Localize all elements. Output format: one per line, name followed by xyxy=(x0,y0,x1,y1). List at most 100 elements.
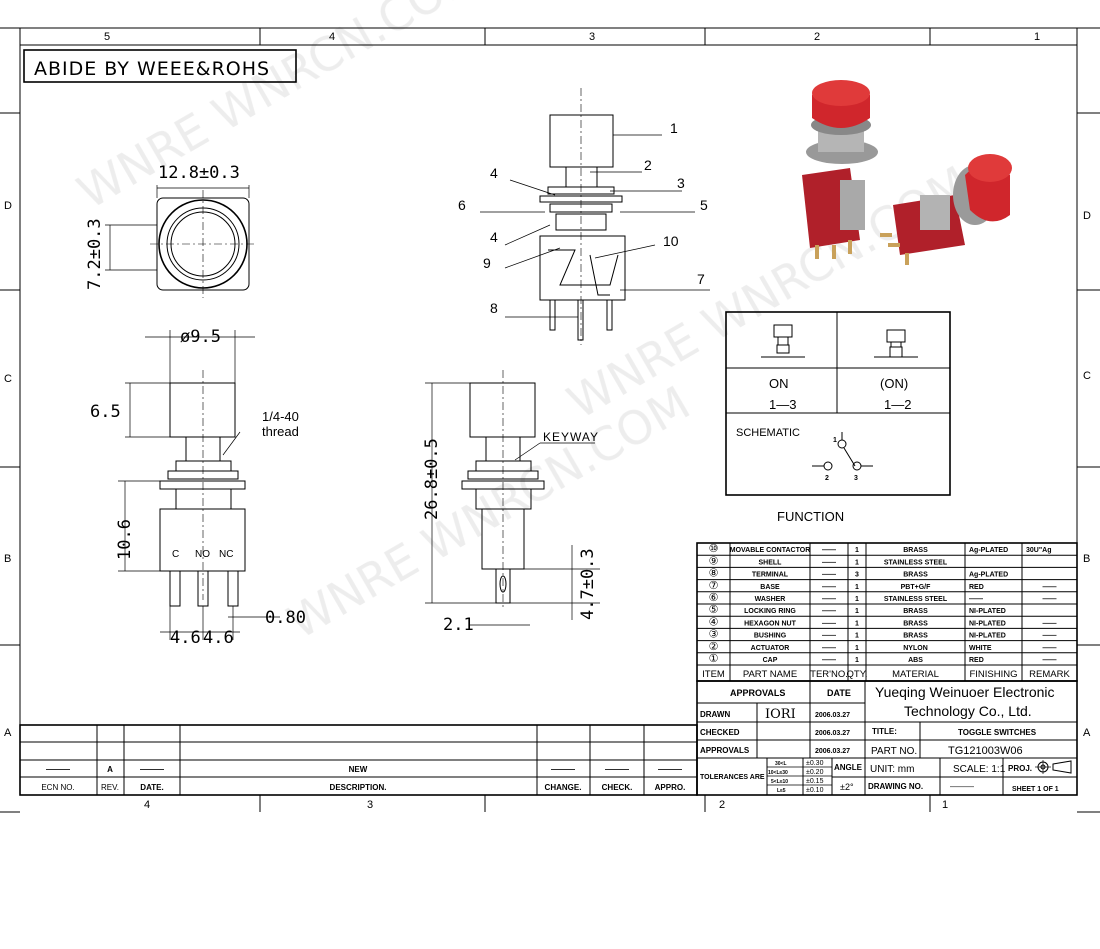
bom-cell-material: ABS xyxy=(908,657,923,664)
top-height-dim: 7.2±0.3 xyxy=(85,218,105,290)
bom-cell-material: BRASS xyxy=(903,620,928,627)
terminal-width-dim: 0.80 xyxy=(265,608,306,628)
pitch-dim-1: 4.6 xyxy=(170,628,201,648)
bom-cell-terminal-no: —— xyxy=(822,633,836,640)
bom-cell-material: BRASS xyxy=(903,547,928,554)
side-view: ø9.5 6.5 1/4-40 thread 10.6 C NO NC 4.6 … xyxy=(90,327,306,648)
callout-9: 9 xyxy=(483,255,491,271)
callout-10: 10 xyxy=(663,233,679,249)
bom-cell-terminal-no: —— xyxy=(822,608,836,615)
bom-cell-part-name: WASHER xyxy=(755,596,786,603)
bom-cell-finishing: RED xyxy=(969,657,984,664)
company-name-line1: Yueqing Weinuoer Electronic xyxy=(875,684,1055,700)
header-check: CHECK. xyxy=(602,783,633,792)
tolerance-value-1: ±0.30 xyxy=(806,760,824,767)
product-photo xyxy=(802,80,1012,265)
unit-label: UNIT: mm xyxy=(870,764,914,775)
bom-cell-item: ② xyxy=(709,641,719,653)
bom-cell-qty: 1 xyxy=(855,547,859,554)
state-on-icon xyxy=(761,324,805,358)
bom-cell-terminal-no: —— xyxy=(822,584,836,591)
bom-cell-item: ④ xyxy=(709,616,719,628)
bom-cell-remark: —— xyxy=(1043,596,1057,603)
terminal-label-nc: NC xyxy=(219,549,233,560)
zone-top-2: 2 xyxy=(814,31,820,43)
bom-cell-material: BRASS xyxy=(903,572,928,579)
bom-cell-remark: —— xyxy=(1043,620,1057,627)
angle-value: ±2° xyxy=(840,782,854,792)
bom-cell-item: ⑨ xyxy=(709,555,719,567)
part-no-label: PART NO. xyxy=(871,746,917,757)
cap-diameter-dim: ø9.5 xyxy=(180,327,221,347)
body-height-dim: 10.6 xyxy=(115,519,135,560)
revision-date: ——— xyxy=(140,765,164,774)
terminal-label-c: C xyxy=(172,549,179,560)
bom-cell-item: ⑤ xyxy=(709,604,719,616)
bom-cell-material: BRASS xyxy=(903,633,928,640)
bom-cell-terminal-no: —— xyxy=(822,657,836,664)
zone-left-b: B xyxy=(4,553,11,565)
tolerance-range-3: 5<L≤10 xyxy=(771,779,788,785)
bom-header-qty: QTY. xyxy=(847,669,868,680)
bom-cell-qty: 1 xyxy=(855,645,859,652)
header-date: DATE. xyxy=(140,783,163,792)
function-state-on: ON xyxy=(769,376,789,391)
bom-cell-terminal-no: —— xyxy=(822,596,836,603)
bom-cell-qty: 1 xyxy=(855,584,859,591)
title-label: TITLE: xyxy=(872,727,897,736)
bom-cell-finishing: —— xyxy=(969,596,983,603)
bom-header-item: ITEM xyxy=(702,669,725,680)
approvals-date: 2006.03.27 xyxy=(815,748,850,755)
zone-top-4: 4 xyxy=(329,31,335,43)
top-width-dim: 12.8±0.3 xyxy=(158,163,240,183)
bom-cell-qty: 3 xyxy=(855,572,859,579)
zone-top-3: 3 xyxy=(589,31,595,43)
bom-cell-qty: 1 xyxy=(855,596,859,603)
bom-cell-item: ③ xyxy=(709,629,719,641)
function-table: ON 1—3 (ON) 1—2 SCHEMATIC 1 2 3 FUNCTION xyxy=(725,311,951,524)
terminal-length-dim: 4.7±0.3 xyxy=(578,548,598,620)
bom-cell-material: STAINLESS STEEL xyxy=(884,596,948,603)
overall-height-dim: 26.8±0.5 xyxy=(422,438,442,520)
cap-height-dim: 6.5 xyxy=(90,402,121,422)
bom-cell-finishing: WHITE xyxy=(969,645,992,652)
schematic-pin-2: 2 xyxy=(825,475,829,482)
bom-cell-terminal-no: —— xyxy=(822,645,836,652)
bom-cell-finishing: NI-PLATED xyxy=(969,608,1006,615)
zone-top-5: 5 xyxy=(104,31,110,43)
state-momentary-icon xyxy=(874,329,918,358)
svg-text:WNRE WNRCN.COM: WNRE WNRCN.COM xyxy=(69,0,489,220)
bom-cell-item: ① xyxy=(709,653,719,665)
bom-cell-material: NYLON xyxy=(903,645,928,652)
bom-cell-finishing: Ag-PLATED xyxy=(969,572,1008,579)
schematic-pin-1: 1 xyxy=(833,437,837,444)
zone-bottom-2: 2 xyxy=(719,799,725,811)
drawn-label: DRAWN xyxy=(700,710,730,719)
bom-cell-part-name: BUSHING xyxy=(754,633,787,640)
header-description: DESCRIPTION. xyxy=(330,783,387,792)
callout-2: 2 xyxy=(644,157,652,173)
bom-cell-part-name: LOCKING RING xyxy=(744,608,796,615)
zone-top-1: 1 xyxy=(1034,31,1040,43)
compliance-box xyxy=(23,49,297,83)
approvals-header: APPROVALS xyxy=(730,688,785,698)
bom-header-remark: REMARK xyxy=(1029,669,1070,680)
callout-7: 7 xyxy=(697,271,705,287)
bom-cell-part-name: CAP xyxy=(763,657,778,664)
bom-cell-item: ⑥ xyxy=(709,592,719,604)
callout-6: 6 xyxy=(458,197,466,213)
bom-cell-item: ⑦ xyxy=(709,580,719,592)
zone-left-a: A xyxy=(4,727,12,739)
bom-cell-qty: 1 xyxy=(855,633,859,640)
callout-3: 3 xyxy=(677,175,685,191)
revision-description: NEW xyxy=(349,765,368,774)
third-angle-projection-icon xyxy=(1035,760,1072,774)
header-ecn-no: ECN NO. xyxy=(41,783,74,792)
revision-check: ——— xyxy=(605,765,629,774)
angle-label: ANGLE xyxy=(834,763,863,772)
revision-rev: A xyxy=(107,765,113,774)
bom-header-material: MATERIAL xyxy=(892,669,939,680)
bom-cell-part-name: ACTUATOR xyxy=(751,645,790,652)
